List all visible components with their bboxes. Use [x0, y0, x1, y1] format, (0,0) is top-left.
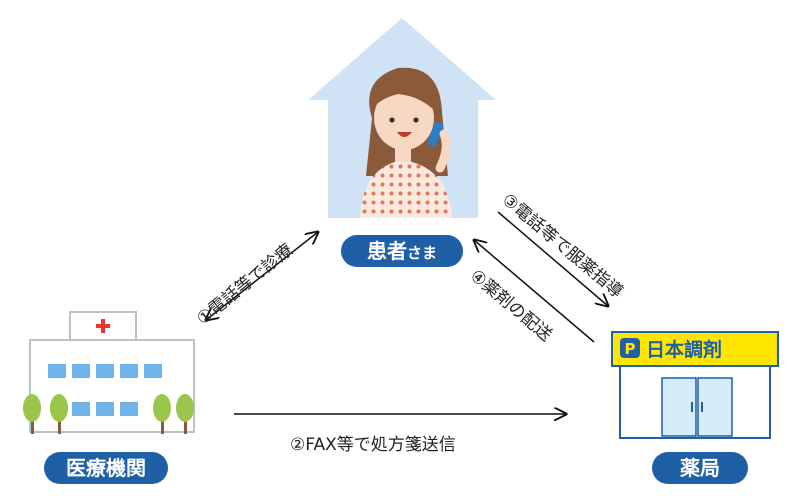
- pharmacy-label: 薬局: [652, 452, 748, 484]
- patient-label-sub: さま: [406, 244, 437, 262]
- pharmacy-sign-text: 日本調剤: [646, 338, 722, 361]
- pharmacy-illustration: P 日本調剤: [611, 331, 779, 439]
- arrow-pharmacy-guidance: [497, 211, 608, 306]
- patient-label-main: 患者: [366, 239, 407, 263]
- patient-label: 患者さま: [341, 235, 463, 267]
- patient-illustration: [360, 67, 452, 218]
- pharmacy-logo-mark: P: [625, 340, 636, 358]
- hospital-illustration: [23, 311, 195, 434]
- medical-institution-label: 医療機関: [44, 452, 168, 484]
- tree: [23, 394, 194, 434]
- arrow-drug-delivery: [474, 240, 595, 343]
- arrow-medical-patient: [206, 232, 318, 320]
- flow-label-prescription-fax: ②FAX等で処方箋送信: [290, 435, 456, 455]
